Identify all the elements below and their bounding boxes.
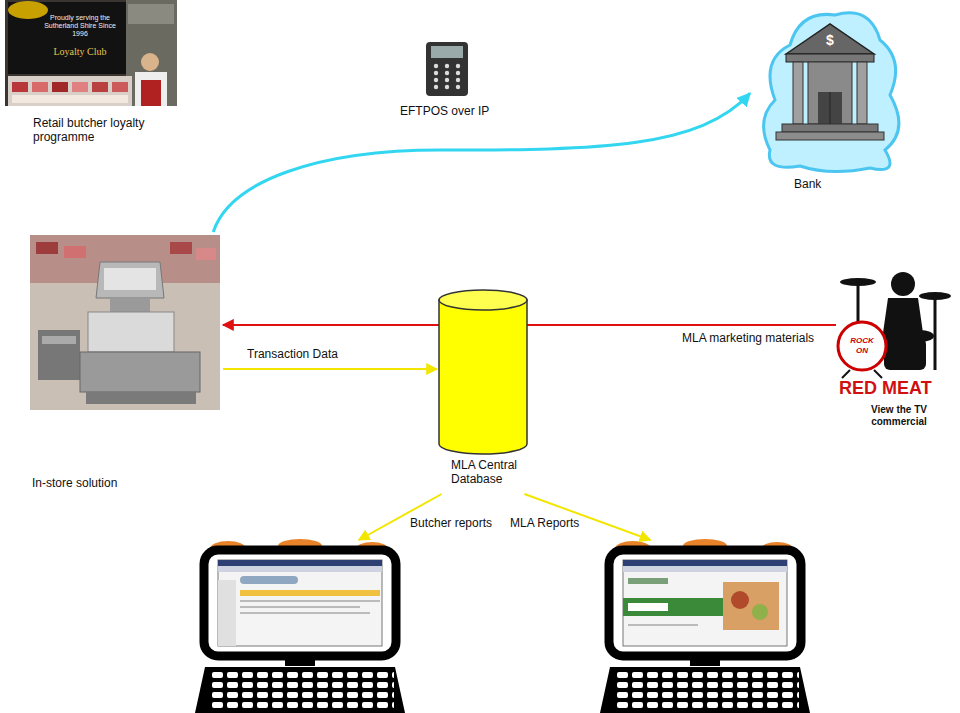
red-meat-logo-art xyxy=(838,272,951,378)
node-label: Retail butcher loyalty programme xyxy=(33,116,173,145)
cylinder-top xyxy=(439,290,527,310)
edge-label: Transaction Data xyxy=(245,347,340,361)
data-flow-arrow xyxy=(223,368,437,370)
in-store-photo: In-store solution xyxy=(28,232,223,494)
red-meat-logo: ROCK ON RED MEAT View the TV commercial xyxy=(836,268,959,433)
node-label: In-store solution xyxy=(32,476,182,490)
data-flow-arrow xyxy=(223,324,836,326)
node-label: RED MEAT xyxy=(839,378,957,400)
node-label: EFTPOS over IP xyxy=(400,104,504,118)
computer-terminal xyxy=(600,540,810,713)
cylinder-body xyxy=(439,300,527,454)
edge-label: Butcher reports xyxy=(408,516,494,530)
computer-terminal xyxy=(195,540,405,713)
node-label: Bank xyxy=(794,177,854,191)
database-cylinder-shape xyxy=(437,288,529,458)
eftpos-terminal-art xyxy=(426,42,468,96)
node-label: MLA Central Database xyxy=(451,458,527,487)
eftpos-terminal: EFTPOS over IP xyxy=(392,38,512,122)
photo-text: $ xyxy=(822,32,838,49)
computer-art xyxy=(195,539,810,713)
in-store-photo-art xyxy=(30,235,220,410)
loyalty-photo-art xyxy=(5,0,177,106)
node-label: View the TV commercial xyxy=(856,404,942,428)
edge-label: MLA Reports xyxy=(508,516,581,530)
edge-label: MLA marketing materials xyxy=(680,331,816,345)
bank-icon-art xyxy=(764,13,899,172)
photo-text: Proudly serving the Sutherland Shire Sin… xyxy=(38,14,122,38)
node-label: ROCK ON xyxy=(844,336,880,355)
data-flow-arrow xyxy=(213,93,750,232)
photo-text: Loyalty Club xyxy=(40,46,120,58)
database-cylinder: MLA Central Database xyxy=(437,288,529,494)
